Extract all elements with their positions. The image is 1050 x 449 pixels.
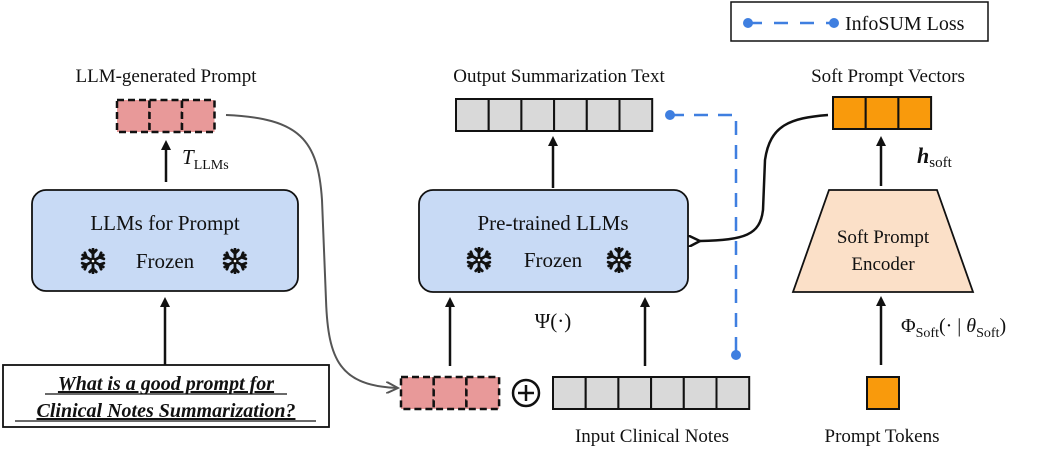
- input-token: [584, 376, 620, 410]
- soft-vector: [897, 96, 933, 130]
- output-token: [553, 98, 588, 132]
- soft-prompt-vectors: [832, 96, 933, 130]
- llms-for-prompt-box: LLMs for Prompt Frozen: [31, 189, 299, 292]
- legend-box: [730, 1, 989, 42]
- output-token: [487, 98, 523, 132]
- output-token: [618, 98, 654, 132]
- legend: InfoSUM Loss: [730, 1, 989, 42]
- input-token: [715, 376, 751, 410]
- legend-label: InfoSUM Loss: [845, 13, 965, 35]
- pretrained-llms-box: Pre-trained LLMs Frozen: [418, 189, 689, 293]
- prompt-token: [180, 98, 216, 134]
- pretrained-llms-state: Frozen: [524, 248, 583, 272]
- encoder-line-1: Soft Prompt: [837, 227, 930, 248]
- prompt-token: [465, 375, 501, 411]
- t-llms-symbol: TLLMs: [182, 145, 229, 173]
- pretrained-llms-title: Pre-trained LLMs: [477, 211, 628, 235]
- output-token: [455, 98, 490, 132]
- input-clinical-notes-tokens: [552, 376, 751, 410]
- query-line-1: What is a good prompt for: [58, 373, 274, 395]
- soft-prompt-encoder: Soft Prompt Encoder: [791, 189, 975, 293]
- llm-generated-prompt-label: LLM-generated Prompt: [76, 66, 258, 87]
- input-token: [650, 376, 685, 410]
- output-summarization-label: Output Summarization Text: [453, 66, 665, 87]
- concat-icon: [511, 378, 541, 408]
- arrow-prompt-transfer: [225, 114, 398, 388]
- infosum-loss-path: [665, 110, 741, 360]
- input-token: [682, 376, 718, 410]
- legend-line-icon: [743, 18, 839, 28]
- encoder-line-2: Encoder: [851, 254, 915, 275]
- input-token: [552, 376, 587, 410]
- output-token: [520, 98, 556, 132]
- prompt-tokens-label: Prompt Tokens: [825, 426, 940, 447]
- output-token: [585, 98, 621, 132]
- query-line-2: Clinical Notes Summarization?: [37, 400, 296, 422]
- query-box: What is a good prompt for Clinical Notes…: [2, 364, 330, 428]
- soft-prompt-vectors-label: Soft Prompt Vectors: [811, 66, 965, 87]
- prompt-token: [115, 98, 151, 134]
- psi-function-label: Ψ(·): [535, 309, 571, 333]
- center-prompt-tokens: [399, 375, 501, 411]
- arrow-soft-to-llm: [700, 113, 829, 241]
- input-clinical-notes-label: Input Clinical Notes: [575, 426, 729, 447]
- llms-for-prompt-state: Frozen: [136, 249, 195, 273]
- prompt-token-square: [866, 376, 900, 410]
- input-token: [617, 376, 653, 410]
- soft-vector: [832, 96, 867, 130]
- h-soft-symbol: hsoft: [917, 143, 953, 171]
- prompt-token: [432, 375, 468, 411]
- soft-vector: [864, 96, 900, 130]
- llms-for-prompt-title: LLMs for Prompt: [90, 211, 239, 235]
- prompt-token: [148, 98, 184, 134]
- llm-generated-prompt-tokens: [115, 98, 216, 134]
- output-summarization-tokens: [455, 98, 654, 132]
- phi-soft-function: ΦSoft(· | θSoft): [901, 315, 1006, 341]
- prompt-token: [399, 375, 435, 411]
